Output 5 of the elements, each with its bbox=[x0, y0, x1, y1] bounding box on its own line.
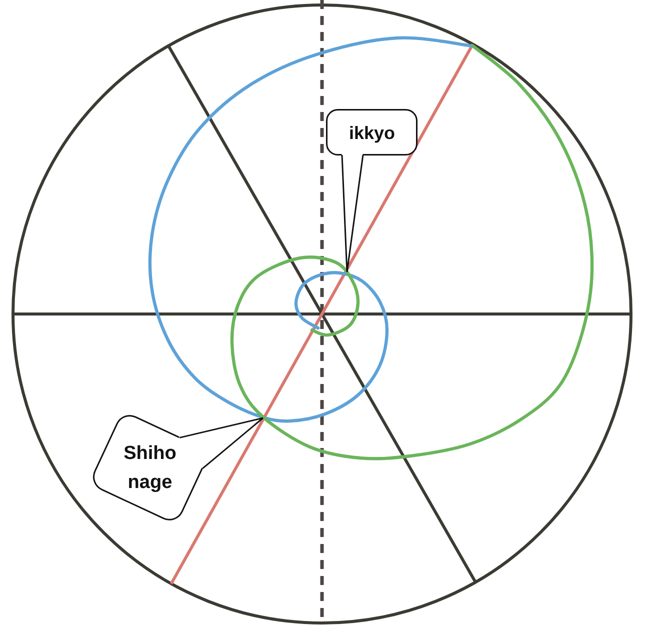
callout-text: Shiho nage bbox=[124, 442, 176, 495]
callout-pointer bbox=[178, 417, 264, 470]
speech-bubble bbox=[326, 109, 418, 156]
callout-text: ikkyo bbox=[348, 122, 396, 144]
callout-pointer bbox=[341, 154, 364, 273]
